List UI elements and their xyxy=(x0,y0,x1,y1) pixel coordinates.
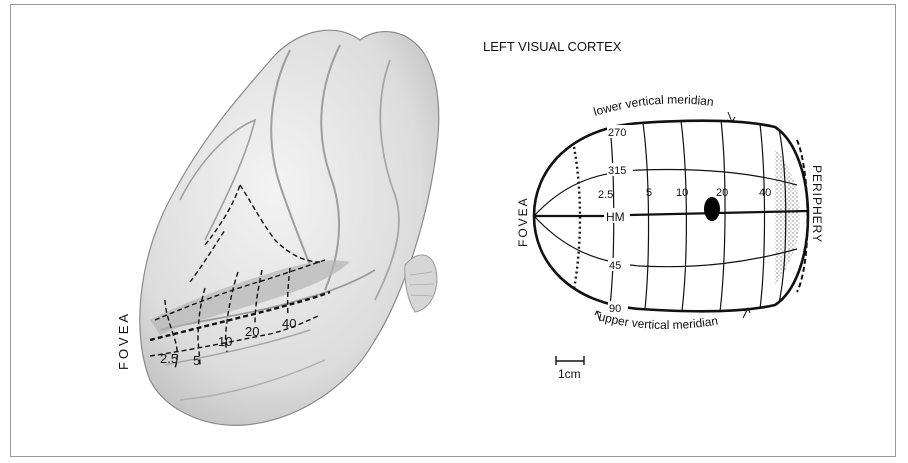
periphery-label: PERIPHERY xyxy=(810,165,824,243)
periphery-stipple xyxy=(775,148,800,284)
brain-ecc-label: 20 xyxy=(245,324,259,339)
iso-ecc-line xyxy=(720,120,725,312)
iso-ecc-line xyxy=(681,121,686,311)
iso-ecc-2-5 xyxy=(574,147,580,289)
brain-fovea-label: FOVEA xyxy=(116,311,131,370)
ecc-label: 2.5 xyxy=(598,189,613,201)
scale-bar: 1cm xyxy=(556,356,584,381)
blind-spot xyxy=(704,197,720,221)
cerebellum-edge xyxy=(405,255,437,312)
lower-meridian-label: lower vertical meridian xyxy=(592,92,715,118)
angle-label-270: 270 xyxy=(608,127,626,139)
ecc-label: 40 xyxy=(759,187,771,199)
ecc-label: 5 xyxy=(646,187,652,199)
cortex-map-title: LEFT VISUAL CORTEX xyxy=(483,39,622,54)
ecc-label: 10 xyxy=(676,187,688,199)
brain-silhouette xyxy=(140,30,439,425)
angle-label-315: 315 xyxy=(608,165,626,177)
cortex-map: LEFT VISUAL CORTEX 270 315 45 90 xyxy=(483,39,824,381)
iso-angle-315 xyxy=(534,170,797,216)
angle-label-45: 45 xyxy=(609,260,621,272)
iso-ecc-line xyxy=(643,123,649,309)
iso-angle-45 xyxy=(534,216,797,267)
ecc-label: 20 xyxy=(716,187,728,199)
brain-ecc-label: 10 xyxy=(218,334,232,349)
brain-ecc-label: 5 xyxy=(193,353,200,368)
brain-ecc-label: 40 xyxy=(282,316,296,331)
brain-ecc-label: 2.5 xyxy=(160,351,178,366)
hm-label: HM xyxy=(606,210,625,224)
iso-ecc-line xyxy=(760,124,765,309)
brain-illustration: 2.5 5 10 20 40 FOVEA xyxy=(116,30,439,425)
scale-label: 1cm xyxy=(558,367,581,381)
map-fovea-label: FOVEA xyxy=(516,196,530,247)
